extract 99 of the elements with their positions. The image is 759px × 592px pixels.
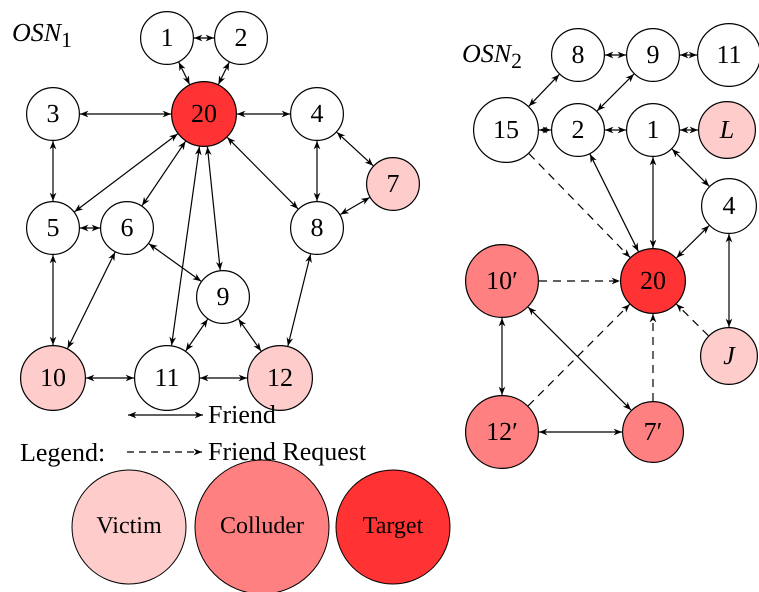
arrow (237, 110, 290, 118)
arrow (169, 146, 202, 346)
node-label: 1 (646, 115, 660, 145)
node-label: 10 (40, 363, 66, 393)
legend-label: Victim (95, 514, 163, 538)
arrow (498, 318, 506, 395)
arrow (238, 318, 262, 352)
arrow (50, 141, 56, 201)
node-circle (551, 103, 605, 157)
arrow (340, 197, 370, 215)
arrow (286, 254, 312, 346)
arrow (86, 374, 134, 382)
arrow (336, 132, 374, 166)
node-circle (140, 11, 194, 65)
node-circle (465, 395, 539, 469)
dashed-arrow (650, 314, 656, 401)
arrow (726, 234, 732, 327)
node-circle (622, 401, 684, 463)
node-circle (698, 101, 756, 159)
node-circle (701, 178, 757, 234)
legend-label: Colluder (219, 514, 305, 538)
node-circle (26, 87, 80, 141)
arrow (680, 126, 698, 134)
node-label: 7′ (644, 417, 662, 447)
node-label: 20 (640, 266, 666, 296)
node-circle (620, 248, 686, 314)
arrow (676, 225, 710, 258)
node-circle (100, 201, 154, 255)
node-circle (551, 28, 605, 82)
node-circle (134, 345, 200, 411)
node-label: 10′ (486, 266, 518, 296)
arrow (539, 126, 551, 134)
legend-heading: Legend: (20, 440, 106, 466)
node-label: 15 (493, 115, 519, 145)
network-title: OSN$_{1}$ (12, 20, 72, 52)
arrow (194, 34, 214, 42)
arrow (218, 62, 230, 85)
arrow (204, 146, 223, 270)
network-title: OSN$_{2}$ (462, 41, 522, 73)
arrow (596, 74, 634, 112)
node-label: 12 (267, 363, 293, 393)
node-circle (473, 97, 539, 163)
arrow (142, 141, 186, 206)
node-label: L (720, 115, 734, 145)
node-label: 4 (310, 99, 324, 129)
arrow (672, 148, 710, 187)
legend-label: Friend (208, 402, 276, 428)
node-circle (465, 244, 539, 318)
node-label: J (723, 341, 735, 371)
arrow (589, 154, 639, 252)
node-label: 9 (646, 40, 660, 70)
node-circle (214, 11, 268, 65)
arrow (314, 141, 320, 201)
node-label: 1 (160, 23, 174, 53)
node-circle (196, 270, 250, 324)
node-label: 3 (46, 99, 60, 129)
node-label: 8 (310, 213, 324, 243)
arrow (605, 126, 626, 134)
node-label: 20 (191, 99, 217, 129)
arrow (178, 62, 190, 85)
node-label: 4 (722, 191, 736, 221)
arrow (680, 52, 697, 58)
node-label: 7 (386, 169, 400, 199)
node-circle (20, 345, 86, 411)
node-circle (171, 81, 237, 147)
legend-label: Friend Request (208, 439, 366, 465)
legend-label: Target (362, 514, 424, 538)
node-circle (700, 327, 758, 385)
arrow (67, 252, 116, 349)
node-circle (366, 157, 420, 211)
arrow (80, 110, 171, 118)
node-label: 2 (234, 23, 248, 53)
node-circle (26, 201, 80, 255)
arrow (50, 255, 56, 345)
node-circle (290, 87, 344, 141)
arrow (650, 157, 656, 248)
arrow (74, 133, 178, 212)
node-circle (626, 28, 680, 82)
node-label: 11 (154, 363, 180, 393)
node-circle (290, 201, 344, 255)
arrow (539, 428, 622, 436)
arrow (528, 74, 560, 107)
node-label: 5 (46, 213, 60, 243)
node-label: 9 (216, 282, 230, 312)
node-label: 2 (572, 115, 584, 145)
dashed-arrow (539, 278, 620, 284)
node-label: 8 (572, 40, 584, 70)
arrow (226, 137, 298, 210)
dashed-arrow (528, 153, 630, 258)
node-label: 12′ (486, 417, 518, 447)
arrow (200, 374, 247, 382)
arrow (148, 243, 202, 282)
arrow (80, 224, 100, 232)
node-circle (626, 103, 680, 157)
node-label: 6 (120, 213, 134, 243)
arrow (185, 318, 208, 352)
node-label: 11 (716, 40, 742, 70)
arrow (605, 52, 626, 58)
dashed-arrow (676, 304, 709, 336)
